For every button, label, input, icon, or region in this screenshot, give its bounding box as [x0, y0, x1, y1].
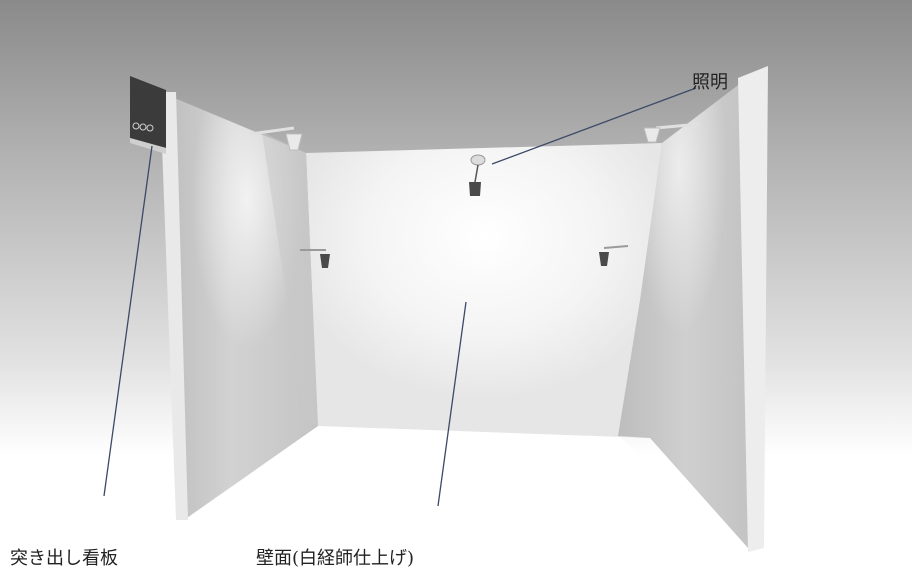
left-wall-edge: [160, 92, 188, 520]
lighting-label: 照明: [692, 72, 728, 93]
hanging-sign-icon: [130, 76, 166, 154]
right-wall-edge: [738, 66, 768, 552]
hanging-sign-label: 突き出し看板: [10, 548, 118, 569]
wall-light-icon: [599, 245, 629, 266]
wall-light-icon: [643, 122, 701, 143]
pendant-light-icon: [469, 154, 486, 196]
wall-surface-label: 壁面(白経師仕上げ): [256, 548, 415, 569]
booth-floor: [176, 425, 748, 548]
leader-line-lighting: [491, 87, 697, 165]
back-wall: [306, 143, 662, 438]
leader-line-sign: [103, 145, 153, 497]
leader-line-wall: [437, 301, 467, 507]
wall-light-icon: [300, 249, 330, 268]
wall-light-icon: [249, 126, 303, 151]
